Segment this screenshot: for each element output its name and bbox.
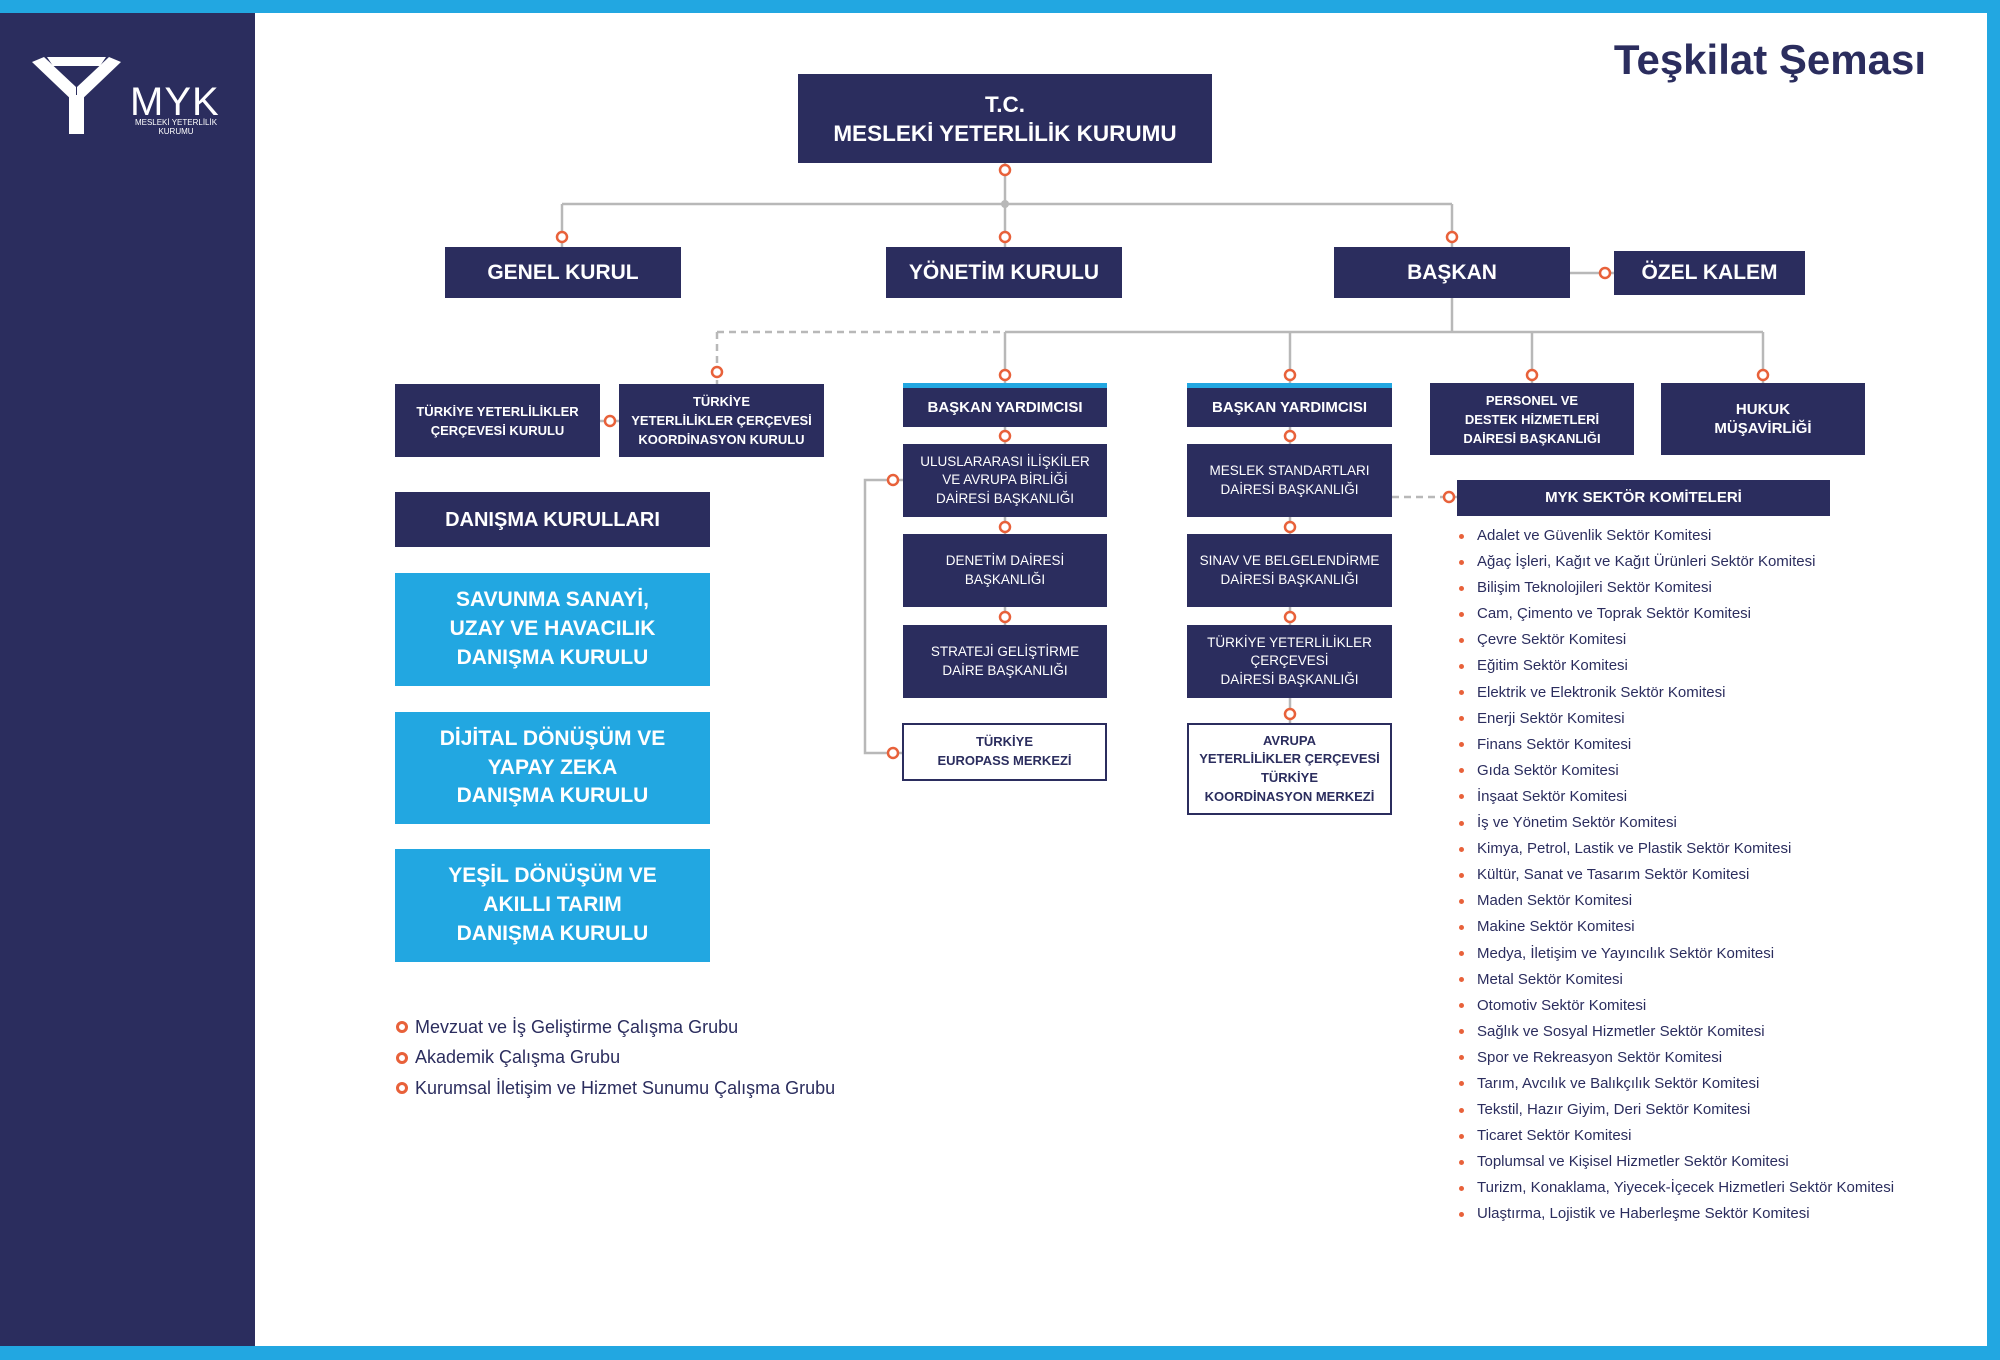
node-defense-aerospace-council: SAVUNMA SANAYİ, UZAY VE HAVACILIK DANIŞM…: [395, 573, 710, 686]
list-item: Mevzuat ve İş Geliştirme Çalışma Grubu: [396, 1012, 835, 1043]
root-line-name: MESLEKİ YETERLİLİK KURUMU: [833, 120, 1177, 146]
connector-dot: [998, 368, 1012, 382]
list-item: Kurumsal İletişim ve Hizmet Sunumu Çalış…: [396, 1073, 835, 1104]
list-item: Bilişim Teknolojileri Sektör Komitesi: [1457, 575, 1894, 601]
working-groups-list: Mevzuat ve İş Geliştirme Çalışma Grubu A…: [396, 1012, 835, 1104]
connector-dot: [1283, 368, 1297, 382]
node-baskan: BAŞKAN: [1334, 247, 1570, 298]
frame-top-border: [0, 0, 2000, 13]
node-framework-coordination-council: TÜRKİYE YETERLİLİKLER ÇERÇEVESİ KOORDİNA…: [619, 384, 824, 457]
connector-dot: [998, 520, 1012, 534]
connector-dot: [886, 473, 900, 487]
list-item: Maden Sektör Komitesi: [1457, 888, 1894, 914]
node-green-agriculture-council: YEŞİL DÖNÜŞÜM VE AKILLI TARIM DANIŞMA KU…: [395, 849, 710, 962]
connector-dot: [1283, 610, 1297, 624]
list-item: Akademik Çalışma Grubu: [396, 1042, 835, 1073]
list-item: Sağlık ve Sosyal Hizmetler Sektör Komite…: [1457, 1019, 1894, 1045]
advisory-councils-heading: DANIŞMA KURULLARI: [395, 492, 710, 547]
list-item: Ticaret Sektör Komitesi: [1457, 1123, 1894, 1149]
list-item: Gıda Sektör Komitesi: [1457, 758, 1894, 784]
connector-dot: [1283, 429, 1297, 443]
list-item: Tekstil, Hazır Giyim, Deri Sektör Komite…: [1457, 1097, 1894, 1123]
frame-bottom-border: [0, 1346, 2000, 1360]
node-occupational-standards: MESLEK STANDARTLARI DAİRESİ BAŞKANLIĞI: [1187, 444, 1392, 517]
node-personnel-department: PERSONEL VE DESTEK HİZMETLERİ DAİRESİ BA…: [1430, 383, 1634, 455]
page-title: Teşkilat Şeması: [1613, 36, 1926, 83]
logo-subtitle: MESLEKİ YETERLİLİK KURUMU: [130, 118, 222, 136]
logo-brand: MYK: [130, 80, 220, 124]
connector-left-bracket: [863, 478, 903, 755]
list-item: Turizm, Konaklama, Yiyecek-İçecek Hizmet…: [1457, 1175, 1894, 1201]
list-item: Çevre Sektör Komitesi: [1457, 627, 1894, 653]
connector-dot: [1525, 368, 1539, 382]
list-item: Ağaç İşleri, Kağıt ve Kağıt Ürünleri Sek…: [1457, 549, 1894, 575]
connector-dot: [998, 163, 1012, 177]
node-europass-center: TÜRKİYE EUROPASS MERKEZİ: [902, 723, 1107, 781]
connector-dot: [1442, 490, 1456, 504]
list-item: İş ve Yönetim Sektör Komitesi: [1457, 810, 1894, 836]
list-item: Makine Sektör Komitesi: [1457, 914, 1894, 940]
connector-dot: [1598, 266, 1612, 280]
node-digital-ai-council: DİJİTAL DÖNÜŞÜM VE YAPAY ZEKA DANIŞMA KU…: [395, 712, 710, 824]
list-item: Medya, İletişim ve Yayıncılık Sektör Kom…: [1457, 941, 1894, 967]
list-item: Eğitim Sektör Komitesi: [1457, 653, 1894, 679]
node-exams-certification: SINAV VE BELGELENDİRME DAİRESİ BAŞKANLIĞ…: [1187, 534, 1392, 607]
sector-committees-heading: MYK SEKTÖR KOMİTELERİ: [1457, 480, 1830, 516]
list-item: Tarım, Avcılık ve Balıkçılık Sektör Komi…: [1457, 1071, 1894, 1097]
connector-dot: [1445, 230, 1459, 244]
connector-dot: [1756, 368, 1770, 382]
list-item: Toplumsal ve Kişisel Hizmetler Sektör Ko…: [1457, 1149, 1894, 1175]
list-item: Spor ve Rekreasyon Sektör Komitesi: [1457, 1045, 1894, 1071]
myk-logo-icon: [32, 57, 121, 134]
connector-dot: [886, 746, 900, 760]
node-yonetim-kurulu: YÖNETİM KURULU: [886, 247, 1122, 298]
sector-committees-list: Adalet ve Güvenlik Sektör Komitesi Ağaç …: [1457, 523, 1894, 1228]
node-genel-kurul: GENEL KURUL: [445, 247, 681, 298]
connector-dot: [998, 230, 1012, 244]
node-vice-president-right: BAŞKAN YARDIMCISI: [1187, 383, 1392, 427]
node-legal-counsel: HUKUK MÜŞAVİRLİĞİ: [1661, 383, 1865, 455]
connector-dot: [555, 230, 569, 244]
list-item: Finans Sektör Komitesi: [1457, 732, 1894, 758]
sidebar: [0, 13, 255, 1346]
node-framework-council: TÜRKİYE YETERLİLİKLER ÇERÇEVESİ KURULU: [395, 384, 600, 457]
list-item: Kültür, Sanat ve Tasarım Sektör Komitesi: [1457, 862, 1894, 888]
node-strategy: STRATEJİ GELİŞTİRME DAİRE BAŞKANLIĞI: [903, 625, 1107, 698]
list-item: Ulaştırma, Lojistik ve Haberleşme Sektör…: [1457, 1201, 1894, 1227]
logo-subtitle-line1: MESLEKİ YETERLİLİK: [134, 118, 218, 127]
logo-subtitle-line2: KURUMU: [158, 127, 194, 136]
node-vice-president-left: BAŞKAN YARDIMCISI: [903, 383, 1107, 427]
frame-right-border: [1987, 0, 2000, 1360]
list-item: Otomotiv Sektör Komitesi: [1457, 993, 1894, 1019]
list-item: Metal Sektör Komitesi: [1457, 967, 1894, 993]
node-eqf-coordination-center: AVRUPA YETERLİLİKLER ÇERÇEVESİ TÜRKİYE K…: [1187, 723, 1392, 815]
list-item: Enerji Sektör Komitesi: [1457, 706, 1894, 732]
list-item: Elektrik ve Elektronik Sektör Komitesi: [1457, 680, 1894, 706]
list-item: Adalet ve Güvenlik Sektör Komitesi: [1457, 523, 1894, 549]
root-node: T.C. MESLEKİ YETERLİLİK KURUMU: [798, 74, 1212, 163]
connector-dot: [603, 414, 617, 428]
list-item: Cam, Çimento ve Toprak Sektör Komitesi: [1457, 601, 1894, 627]
connector-dashed-to-coordination-council: [715, 330, 1005, 384]
connector-dot: [710, 365, 724, 379]
connector-dot: [1283, 520, 1297, 534]
connector-dot: [1283, 707, 1297, 721]
node-audit: DENETİM DAİRESİ BAŞKANLIĞI: [903, 534, 1107, 607]
connector-dot: [998, 610, 1012, 624]
list-item: Kimya, Petrol, Lastik ve Plastik Sektör …: [1457, 836, 1894, 862]
list-item: İnşaat Sektör Komitesi: [1457, 784, 1894, 810]
root-line-tc: T.C.: [984, 91, 1025, 117]
node-ozel-kalem: ÖZEL KALEM: [1614, 251, 1805, 295]
node-international-relations: ULUSLARARASI İLİŞKİLER VE AVRUPA BİRLİĞİ…: [903, 444, 1107, 517]
connector-junction: [1001, 200, 1009, 208]
connector-dot: [998, 429, 1012, 443]
node-framework-department: TÜRKİYE YETERLİLİKLER ÇERÇEVESİ DAİRESİ …: [1187, 625, 1392, 698]
